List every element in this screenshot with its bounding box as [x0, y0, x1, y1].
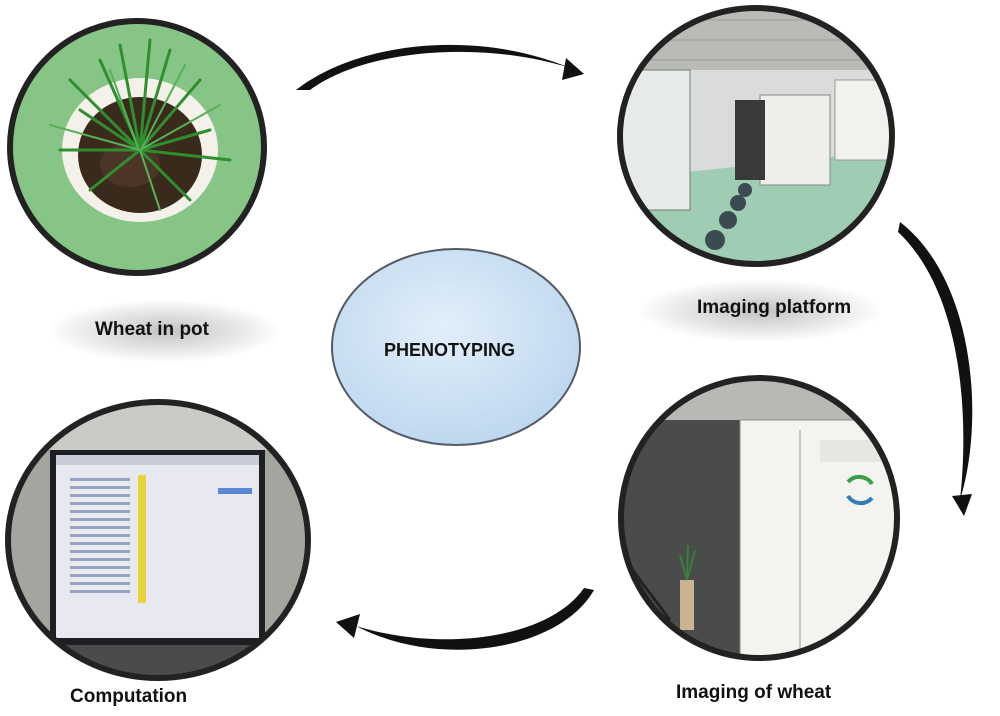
arrow-pot-to-platform: [296, 44, 584, 90]
arrow-imaging-to-computation: [336, 588, 594, 650]
stage-label-imaging-of-wheat: Imaging of wheat: [676, 682, 832, 703]
stage-label-wheat-in-pot: Wheat in pot: [95, 319, 209, 340]
photo-frame: [617, 5, 895, 267]
center-node: [331, 248, 581, 446]
photo-imaging-platform: [620, 8, 892, 264]
label-shadow: [50, 300, 280, 362]
photo-frame: [618, 375, 900, 661]
center-label: PHENOTYPING: [384, 340, 516, 360]
photo-wheat-in-pot: [10, 21, 264, 273]
stage-label-imaging-platform: Imaging platform: [697, 297, 852, 318]
arrow-platform-to-imaging: [898, 222, 973, 516]
label-shadow: [640, 280, 880, 342]
photo-frame: [7, 18, 267, 276]
stage-label-computation: Computation: [70, 686, 188, 707]
photo-frame: [5, 399, 311, 681]
